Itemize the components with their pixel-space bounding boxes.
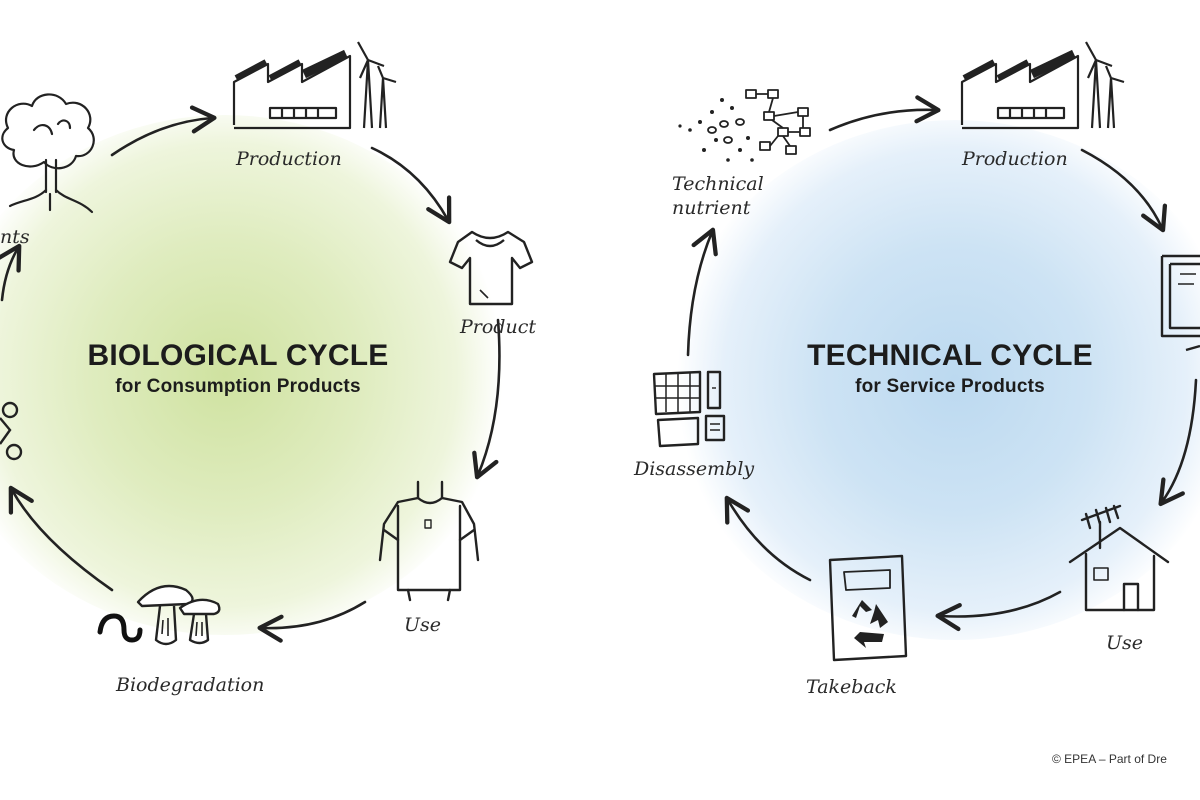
arrow-production-to-monitor: [1080, 148, 1168, 233]
person-tshirt-icon: [378, 480, 480, 602]
tshirt-icon: [448, 230, 534, 306]
biological-cycle-background: [0, 115, 510, 635]
mushroom-icon: [136, 584, 221, 646]
label-technical-nutrient-line1: Technical: [672, 173, 764, 195]
arrow-product-to-use: [472, 318, 501, 480]
arrow-disassembly-to-nutrient: [686, 227, 718, 357]
label-nutrients: nts: [0, 226, 30, 248]
arrow-monitor-to-use: [1158, 378, 1198, 507]
arrow-nutrients-to-production: [110, 105, 217, 157]
label-technical-nutrient: Technical nutrient: [672, 172, 764, 220]
factory-icon: [960, 41, 1125, 130]
arrow-takeback-to-disassembly: [724, 495, 812, 582]
arrow-use-to-takeback: [935, 590, 1062, 632]
recycle-bin-icon: [828, 554, 908, 662]
label-technical-nutrient-line2: nutrient: [672, 197, 751, 219]
label-product: Product: [460, 316, 536, 338]
label-tech-production: Production: [962, 148, 1068, 170]
technical-cycle-subtitle: for Service Products: [855, 376, 1045, 397]
arrow-biodegradation-to-left: [8, 485, 114, 592]
label-takeback: Takeback: [806, 676, 897, 698]
technical-cycle-title: TECHNICAL CYCLE for Service Products: [780, 338, 1120, 400]
copyright-notice: © EPEA – Part of Dre: [1052, 752, 1167, 766]
molecule-icon: [678, 89, 811, 162]
label-bio-production: Production: [236, 148, 342, 170]
factory-icon: [232, 41, 397, 130]
label-biodegradation: Biodegradation: [116, 674, 265, 696]
components-icon: [652, 370, 726, 448]
arrow-nutrient-to-production: [828, 95, 941, 132]
biological-cycle-subtitle: for Consumption Products: [115, 376, 361, 397]
monitor-icon: [1160, 254, 1200, 352]
worm-icon: [97, 613, 143, 643]
label-tech-use: Use: [1106, 632, 1144, 654]
label-disassembly: Disassembly: [634, 458, 755, 480]
biological-cycle-title: BIOLOGICAL CYCLE for Consumption Product…: [68, 338, 408, 400]
technical-cycle-background: [670, 120, 1200, 640]
tree-icon: [1, 93, 95, 214]
arrow-production-to-product: [370, 146, 452, 225]
microorganism-icon: [0, 401, 23, 461]
house-icon: [1068, 504, 1170, 612]
biological-cycle-heading: BIOLOGICAL CYCLE: [87, 339, 389, 372]
label-bio-use: Use: [404, 614, 442, 636]
arrow-left-to-nutrients: [0, 243, 22, 302]
arrow-use-to-biodegradation: [257, 600, 367, 643]
technical-cycle-heading: TECHNICAL CYCLE: [807, 339, 1093, 372]
